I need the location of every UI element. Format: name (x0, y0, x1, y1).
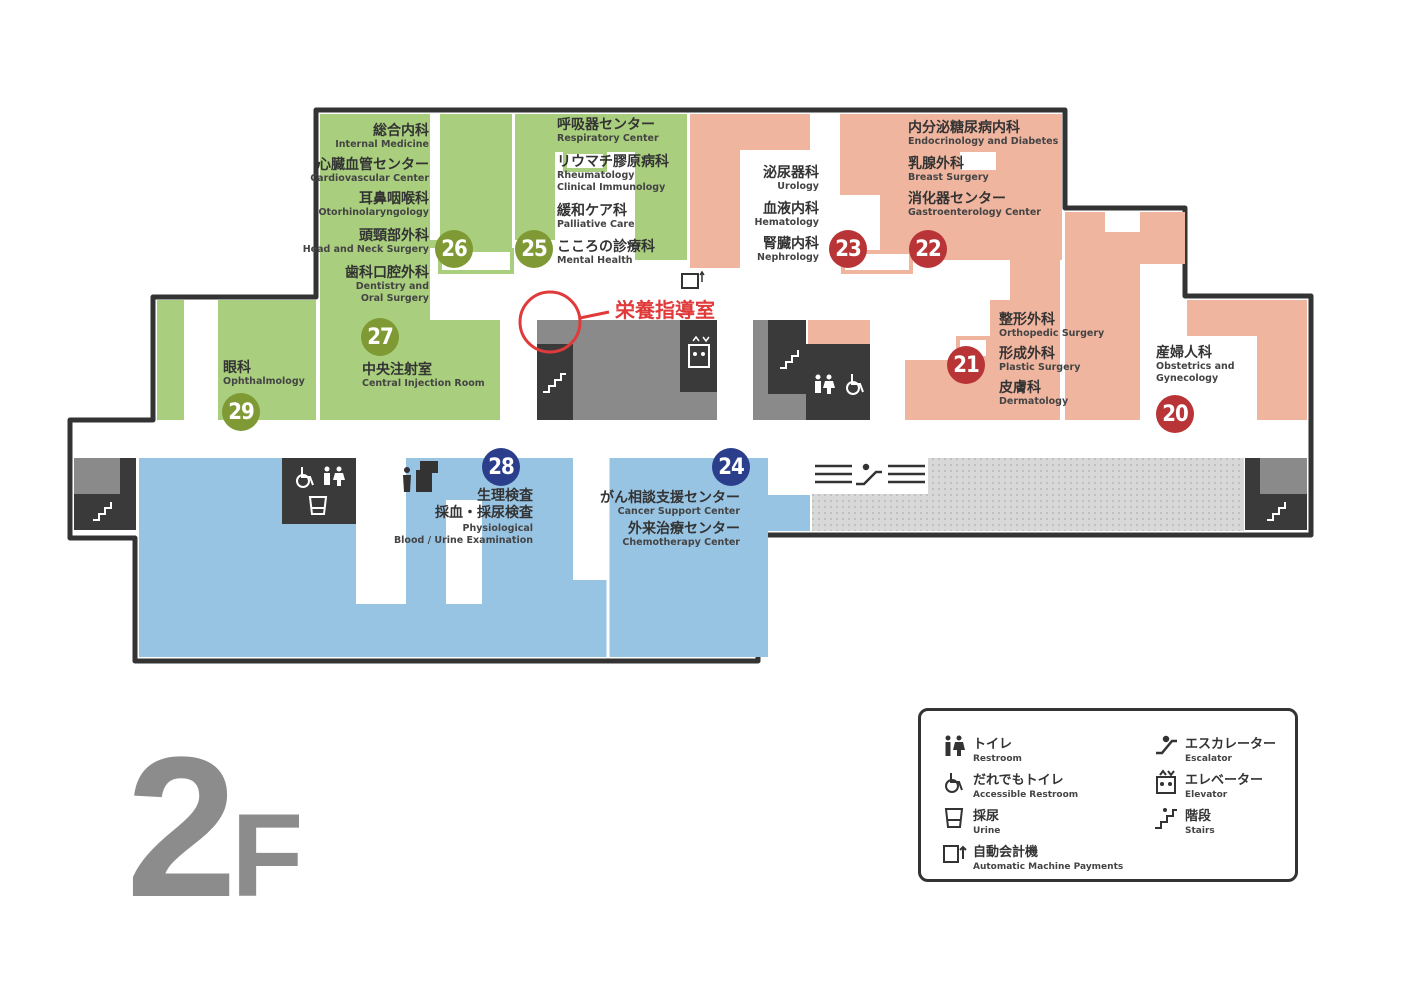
room-badge-28[interactable]: 28 (482, 448, 520, 486)
accessible-restroom-icon (945, 773, 963, 793)
stairs-icon (1155, 808, 1177, 829)
room-badge-23[interactable]: 23 (829, 230, 867, 268)
room-badge-20[interactable]: 20 (1156, 395, 1194, 433)
room-badge-22[interactable]: 22 (909, 230, 947, 268)
dept-physiological-exam: 生理検査 (477, 488, 533, 504)
nutrition-guidance-room-label: 栄養指導室 (615, 298, 715, 322)
elevator-icon (1156, 769, 1176, 794)
payment-machine-icon (943, 845, 967, 863)
room-badge-26[interactable]: 26 (435, 230, 473, 268)
restroom-icon (945, 735, 965, 756)
escalator-icon (856, 463, 882, 486)
dept-blood-urine-exam: 採血・採尿検査 Physiological Blood / Urine Exam… (393, 505, 533, 546)
stairs-icon (93, 350, 1286, 521)
room-badge-24[interactable]: 24 (712, 448, 750, 486)
urine-cup-icon (944, 808, 964, 828)
restroom-icon (324, 374, 835, 486)
floor-label: 2F (126, 728, 303, 928)
room-badge-29[interactable]: 29 (222, 393, 260, 431)
room-badge-27[interactable]: 27 (361, 318, 399, 356)
urine-cup-icon (308, 496, 328, 515)
accessible-restroom-icon (296, 374, 864, 488)
floor-number: 2 (126, 716, 237, 939)
elevator-icon (688, 335, 710, 368)
room-badge-21[interactable]: 21 (947, 346, 985, 384)
room-badge-25[interactable]: 25 (515, 230, 553, 268)
escalator-icon (1156, 735, 1177, 755)
red-zone (690, 114, 1307, 420)
callout-circle (518, 290, 582, 354)
floor-suffix: F (231, 790, 304, 922)
payment-machine-icon (403, 270, 705, 492)
